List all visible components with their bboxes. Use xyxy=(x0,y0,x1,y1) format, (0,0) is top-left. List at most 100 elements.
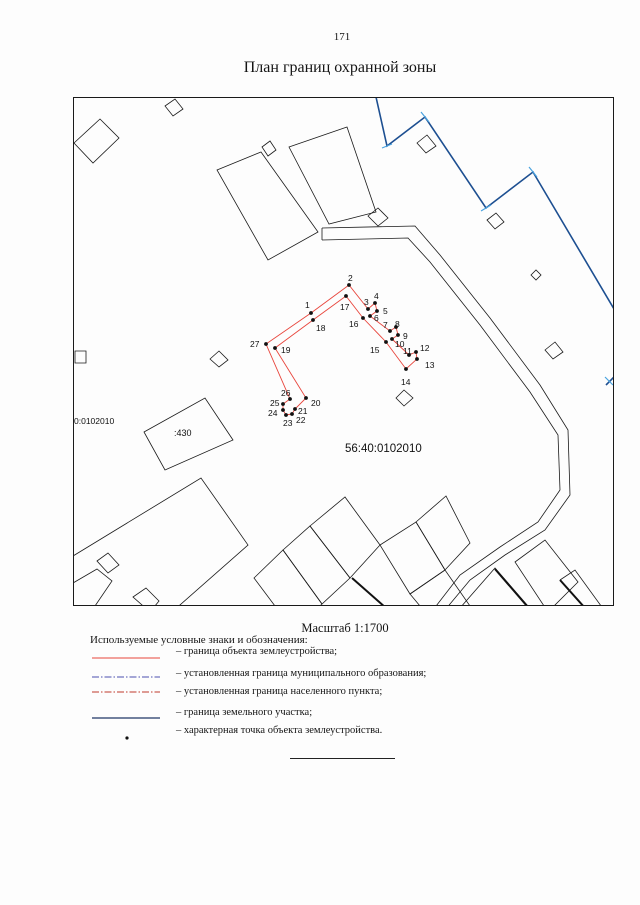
edge-cadastral-label: 0:0102010 xyxy=(74,416,114,426)
dash-dot-red-line-icon xyxy=(92,691,160,693)
house-lot xyxy=(461,567,529,606)
boundary-point-marker xyxy=(281,408,285,412)
parcel-boundary-line xyxy=(605,376,614,386)
scale-label: Масштаб 1:1700 xyxy=(301,621,389,635)
boundary-point-marker xyxy=(311,318,315,322)
house-lot xyxy=(409,569,471,606)
building-outline xyxy=(73,477,249,606)
house-lot xyxy=(559,569,602,606)
boundary-point-label: 26 xyxy=(281,388,291,398)
house-lot xyxy=(253,549,323,606)
boundary-point-marker xyxy=(309,311,313,315)
boundary-point-label: 10 xyxy=(395,339,405,349)
legend-item-municipal-boundary: – установленная граница муниципального о… xyxy=(92,667,552,681)
building-outline xyxy=(209,350,229,368)
building-outline xyxy=(164,98,184,117)
house-lot xyxy=(379,521,446,595)
boundary-point-marker xyxy=(375,309,379,313)
land-parcel-boundary xyxy=(375,97,614,386)
boundary-point-label: 3 xyxy=(364,297,369,307)
boundary-point-label: 22 xyxy=(296,415,306,425)
boundary-point-marker xyxy=(290,412,294,416)
parcel-vertex-tick xyxy=(480,204,492,212)
black-dot-icon xyxy=(125,736,129,740)
boundary-point-label: 12 xyxy=(420,343,430,353)
building-outline xyxy=(73,568,113,606)
boundary-point-label: 11 xyxy=(403,346,412,356)
legend-item-object-boundary: – граница объекта землеустройства; xyxy=(92,645,552,659)
boundary-point-label: 9 xyxy=(403,331,408,341)
parcel-boundary-line xyxy=(375,97,614,310)
legend-item-characteristic-point: – характерная точка объекта землеустройс… xyxy=(92,724,552,740)
boundary-point-marker xyxy=(288,397,292,401)
boundary-point-marker xyxy=(388,329,392,333)
boundary-point-label: 20 xyxy=(311,398,321,408)
boundary-point-marker xyxy=(368,314,372,318)
boundary-point-marker xyxy=(404,367,408,371)
legend-item-label: – граница земельного участка; xyxy=(176,707,313,718)
road-inner-edge xyxy=(321,237,561,606)
boundary-point-marker xyxy=(390,337,394,341)
boundary-point-label: 13 xyxy=(425,360,435,370)
boundary-point-label: 16 xyxy=(349,319,359,329)
house-lot xyxy=(514,539,579,606)
boundary-point-marker xyxy=(304,396,308,400)
legend-item-parcel-boundary: – граница земельного участка; xyxy=(92,706,552,720)
road-outer-edge xyxy=(321,225,571,606)
signature-line xyxy=(290,758,395,759)
building-outline xyxy=(73,118,120,164)
building-outline xyxy=(288,126,377,225)
building-outline xyxy=(416,134,437,154)
boundary-point-marker xyxy=(361,316,365,320)
building-outline xyxy=(486,212,505,230)
boundary-point-label: 18 xyxy=(316,323,326,333)
legend-item-label: – характерная точка объекта землеустройс… xyxy=(176,725,383,736)
boundary-point-marker xyxy=(415,357,419,361)
boundary-point-label: 2 xyxy=(348,273,353,283)
boundary-point-marker xyxy=(347,283,351,287)
building-outline xyxy=(96,552,120,574)
legend-item-label: – граница объекта землеустройства; xyxy=(176,646,338,657)
solid-red-line-icon xyxy=(92,657,160,659)
page-number: 171 xyxy=(333,31,351,43)
bold-lot-line xyxy=(559,579,585,606)
boundary-point-label: 19 xyxy=(281,345,291,355)
neighbor-parcel-outline xyxy=(143,397,234,471)
boundary-point-marker xyxy=(373,301,377,305)
bold-lot-line xyxy=(494,568,528,606)
boundary-point-label: 21 xyxy=(298,406,308,416)
object-boundary-outline xyxy=(265,284,418,416)
boundary-point-label: 8 xyxy=(395,319,400,329)
boundary-point-label: 23 xyxy=(283,418,293,428)
boundary-point-marker xyxy=(384,340,388,344)
bold-lot-line xyxy=(351,577,386,606)
boundary-point-marker xyxy=(273,346,277,350)
boundary-point-marker xyxy=(293,407,297,411)
parcel-vertex-tick xyxy=(604,376,614,386)
boundary-point-label: 1 xyxy=(305,300,310,310)
building-outline xyxy=(530,269,542,281)
building-outline xyxy=(261,140,277,157)
building-outline xyxy=(395,389,414,407)
boundary-point-marker xyxy=(284,413,288,417)
boundary-point-label: 4 xyxy=(374,291,379,301)
building-outlines xyxy=(73,98,602,606)
road xyxy=(321,225,571,606)
boundary-point-label: 14 xyxy=(401,377,411,387)
parcel-cadastral-label: 56:40:0102010 xyxy=(345,443,422,455)
parcel-vertex-tick xyxy=(420,111,430,123)
boundary-point-marker xyxy=(407,353,411,357)
building-outline xyxy=(367,207,389,227)
dash-dot-blue-line-icon xyxy=(92,676,160,678)
boundary-point-label: 15 xyxy=(370,345,380,355)
boundary-point-label: 7 xyxy=(383,320,388,330)
boundary-point-label: 27 xyxy=(250,339,260,349)
boundary-point-marker xyxy=(396,333,400,337)
boundary-point-label: 5 xyxy=(383,306,388,316)
boundary-point-label: 17 xyxy=(340,302,350,312)
legend-item-label: – установленная граница муниципального о… xyxy=(176,668,427,679)
building-outline xyxy=(216,151,319,261)
solid-navy-line-icon xyxy=(92,717,160,719)
